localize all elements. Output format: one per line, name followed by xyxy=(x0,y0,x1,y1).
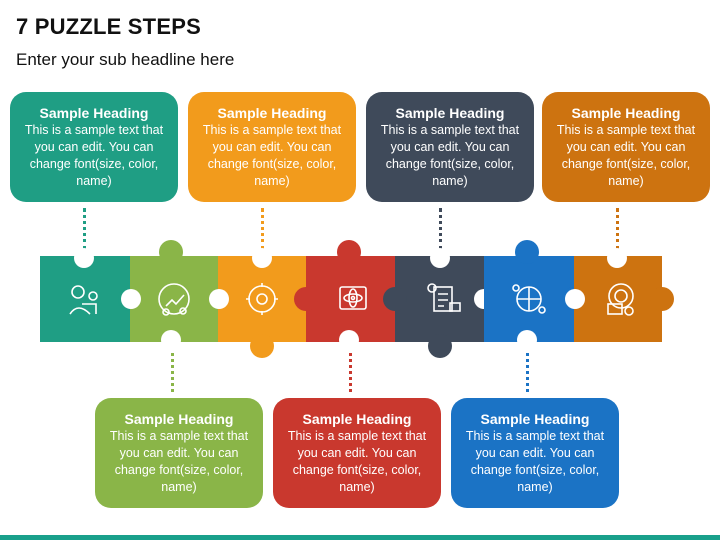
connector-2 xyxy=(171,346,174,392)
step-card-3: Sample Heading This is a sample text tha… xyxy=(188,92,356,202)
step-heading: Sample Heading xyxy=(39,105,149,121)
step-text: This is a sample text that you can edit.… xyxy=(24,123,164,188)
puzzle-piece-7 xyxy=(565,248,674,342)
flowchart-document-icon xyxy=(427,283,461,312)
step-card-7: Sample Heading This is a sample text tha… xyxy=(542,92,710,202)
step-card-4: Sample Heading This is a sample text tha… xyxy=(273,398,441,508)
page-title: 7 PUZZLE STEPS xyxy=(16,14,201,39)
brain-gear-icon xyxy=(246,283,278,315)
connector-3 xyxy=(261,208,264,250)
step-text: This is a sample text that you can edit.… xyxy=(465,429,605,494)
step-card-5: Sample Heading This is a sample text tha… xyxy=(366,92,534,202)
step-heading: Sample Heading xyxy=(571,105,681,121)
step-heading: Sample Heading xyxy=(217,105,327,121)
puzzle-piece-4 xyxy=(294,240,395,350)
step-heading: Sample Heading xyxy=(302,411,412,427)
step-heading: Sample Heading xyxy=(480,411,590,427)
step-card-6: Sample Heading This is a sample text tha… xyxy=(451,398,619,508)
engineer-gear-icon xyxy=(69,285,98,315)
connector-5 xyxy=(439,208,442,250)
step-card-2: Sample Heading This is a sample text tha… xyxy=(95,398,263,508)
footer-accent-bar xyxy=(0,535,720,540)
step-heading: Sample Heading xyxy=(395,105,505,121)
connector-6 xyxy=(526,346,529,392)
connector-4 xyxy=(349,346,352,392)
step-heading: Sample Heading xyxy=(124,411,234,427)
page-subtitle: Enter your sub headline here xyxy=(16,50,235,69)
step-text: This is a sample text that you can edit.… xyxy=(380,123,520,188)
puzzle-piece-2 xyxy=(121,240,230,350)
target-checklist-icon xyxy=(607,283,634,316)
network-nodes-icon xyxy=(512,284,546,314)
connector-1 xyxy=(83,208,86,250)
connector-7 xyxy=(616,208,619,250)
step-text: This is a sample text that you can edit.… xyxy=(109,429,249,494)
step-text: This is a sample text that you can edit.… xyxy=(556,123,696,188)
step-text: This is a sample text that you can edit.… xyxy=(287,429,427,494)
step-card-1: Sample Heading This is a sample text tha… xyxy=(10,92,178,202)
puzzle-piece-3 xyxy=(209,248,306,358)
puzzle-piece-5 xyxy=(383,248,494,358)
idea-growth-cycle-icon xyxy=(158,283,190,316)
atom-monitor-icon xyxy=(339,286,367,310)
step-text: This is a sample text that you can edit.… xyxy=(202,123,342,188)
